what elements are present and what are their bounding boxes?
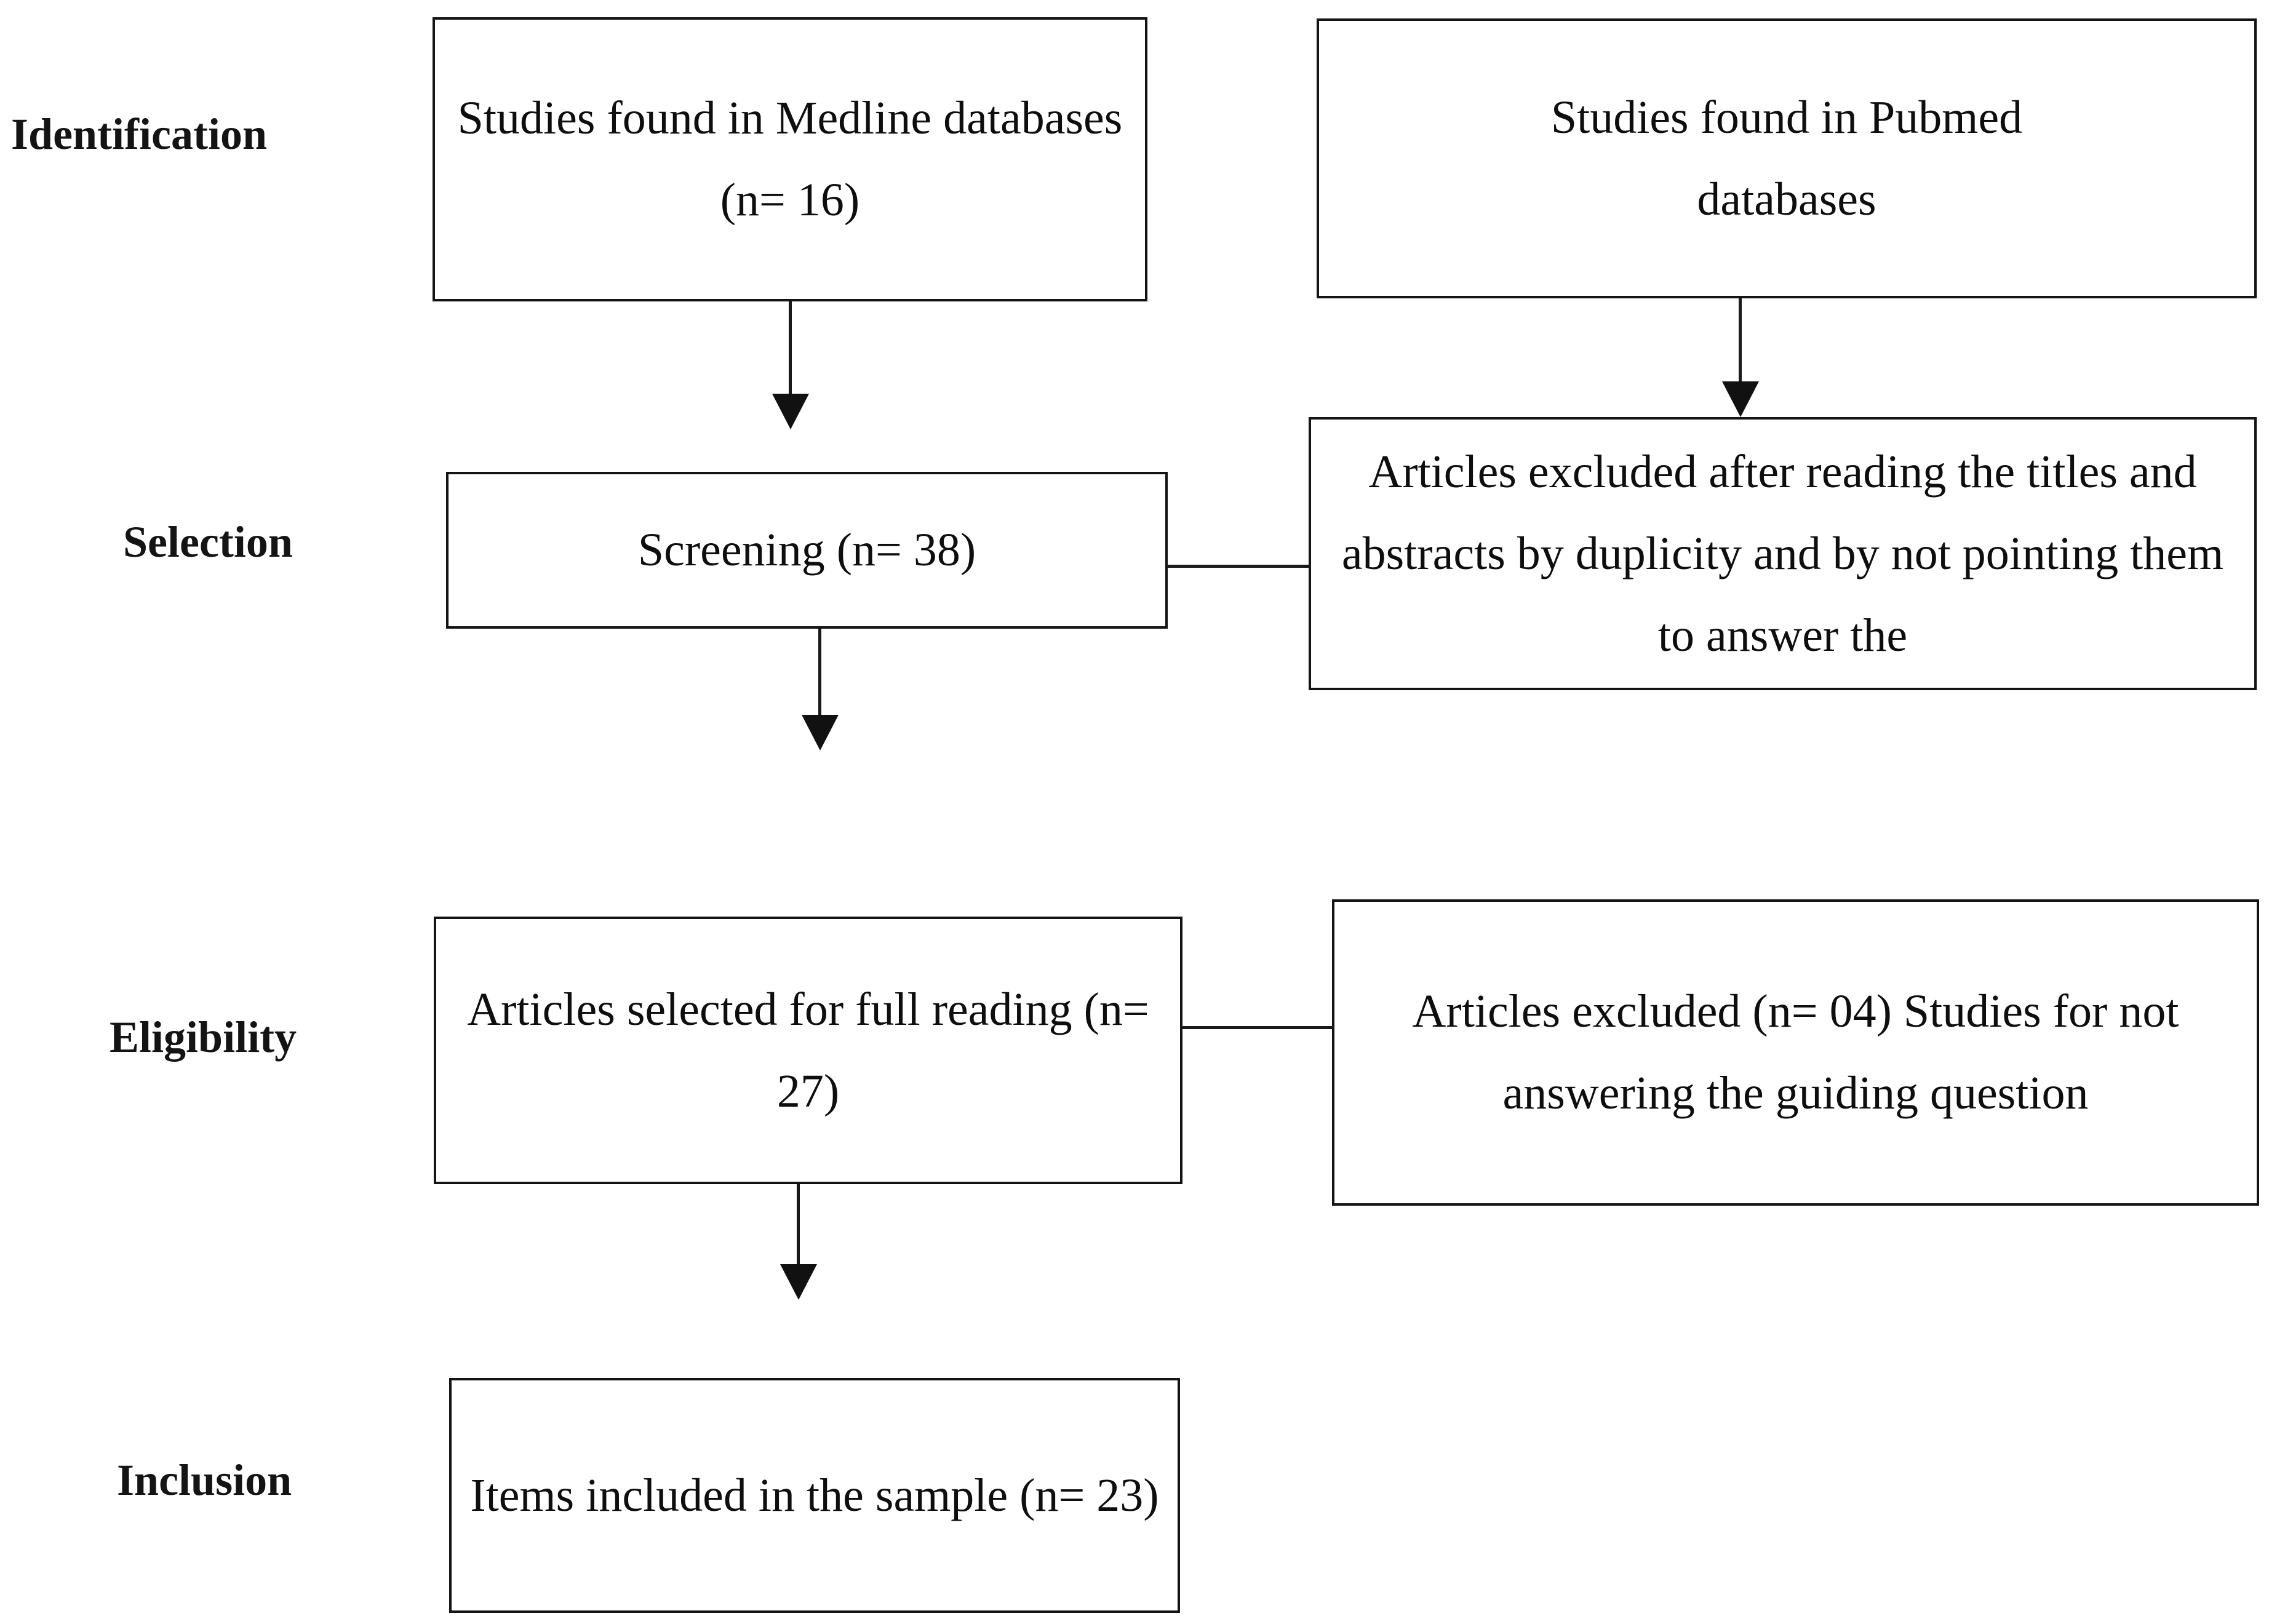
stage-label-eligibility: Eligibility xyxy=(110,1013,297,1062)
connector-full-reading-to-excluded xyxy=(1181,1026,1334,1029)
items-included-sample-box: Items included in the sample (n= 23) xyxy=(449,1378,1180,1613)
medline-box: Studies found in Medline databases (n= 1… xyxy=(433,17,1147,301)
pubmed-box-text: Studies found in Pubmed databases xyxy=(1550,91,2023,225)
excluded-after-reading-box-text: Articles excluded after reading the titl… xyxy=(1341,445,2224,661)
arrowhead-pubmed-to-excluded xyxy=(1722,381,1759,417)
connector-screening-to-excluded xyxy=(1166,565,1311,568)
medline-box-text: Studies found in Medline databases (n= 1… xyxy=(457,92,1123,226)
articles-excluded-guiding-question-box-text: Articles excluded (n= 04) Studies for no… xyxy=(1412,985,2179,1119)
arrowhead-full-reading-to-included xyxy=(780,1264,817,1300)
arrowhead-screening-to-full-reading xyxy=(802,715,839,750)
screening-box: Screening (n= 38) xyxy=(446,472,1168,629)
items-included-sample-box-text: Items included in the sample (n= 23) xyxy=(470,1469,1159,1521)
articles-selected-full-reading-box-text: Articles selected for full reading (n= 2… xyxy=(467,983,1149,1117)
excluded-after-reading-box: Articles excluded after reading the titl… xyxy=(1309,417,2257,690)
connector-medline-to-screening xyxy=(789,301,792,397)
articles-selected-full-reading-box: Articles selected for full reading (n= 2… xyxy=(434,917,1182,1184)
stage-label-identification: Identification xyxy=(11,109,268,159)
articles-excluded-guiding-question-box: Articles excluded (n= 04) Studies for no… xyxy=(1332,899,2259,1206)
stage-label-inclusion: Inclusion xyxy=(117,1455,292,1505)
screening-box-text: Screening (n= 38) xyxy=(637,524,976,576)
connector-screening-to-full-reading xyxy=(818,629,821,718)
arrowhead-medline-to-screening xyxy=(772,394,809,429)
stage-label-selection: Selection xyxy=(123,517,293,567)
pubmed-box: Studies found in Pubmed databases xyxy=(1317,18,2257,298)
connector-pubmed-to-excluded xyxy=(1739,298,1742,384)
connector-full-reading-to-included xyxy=(797,1184,800,1267)
